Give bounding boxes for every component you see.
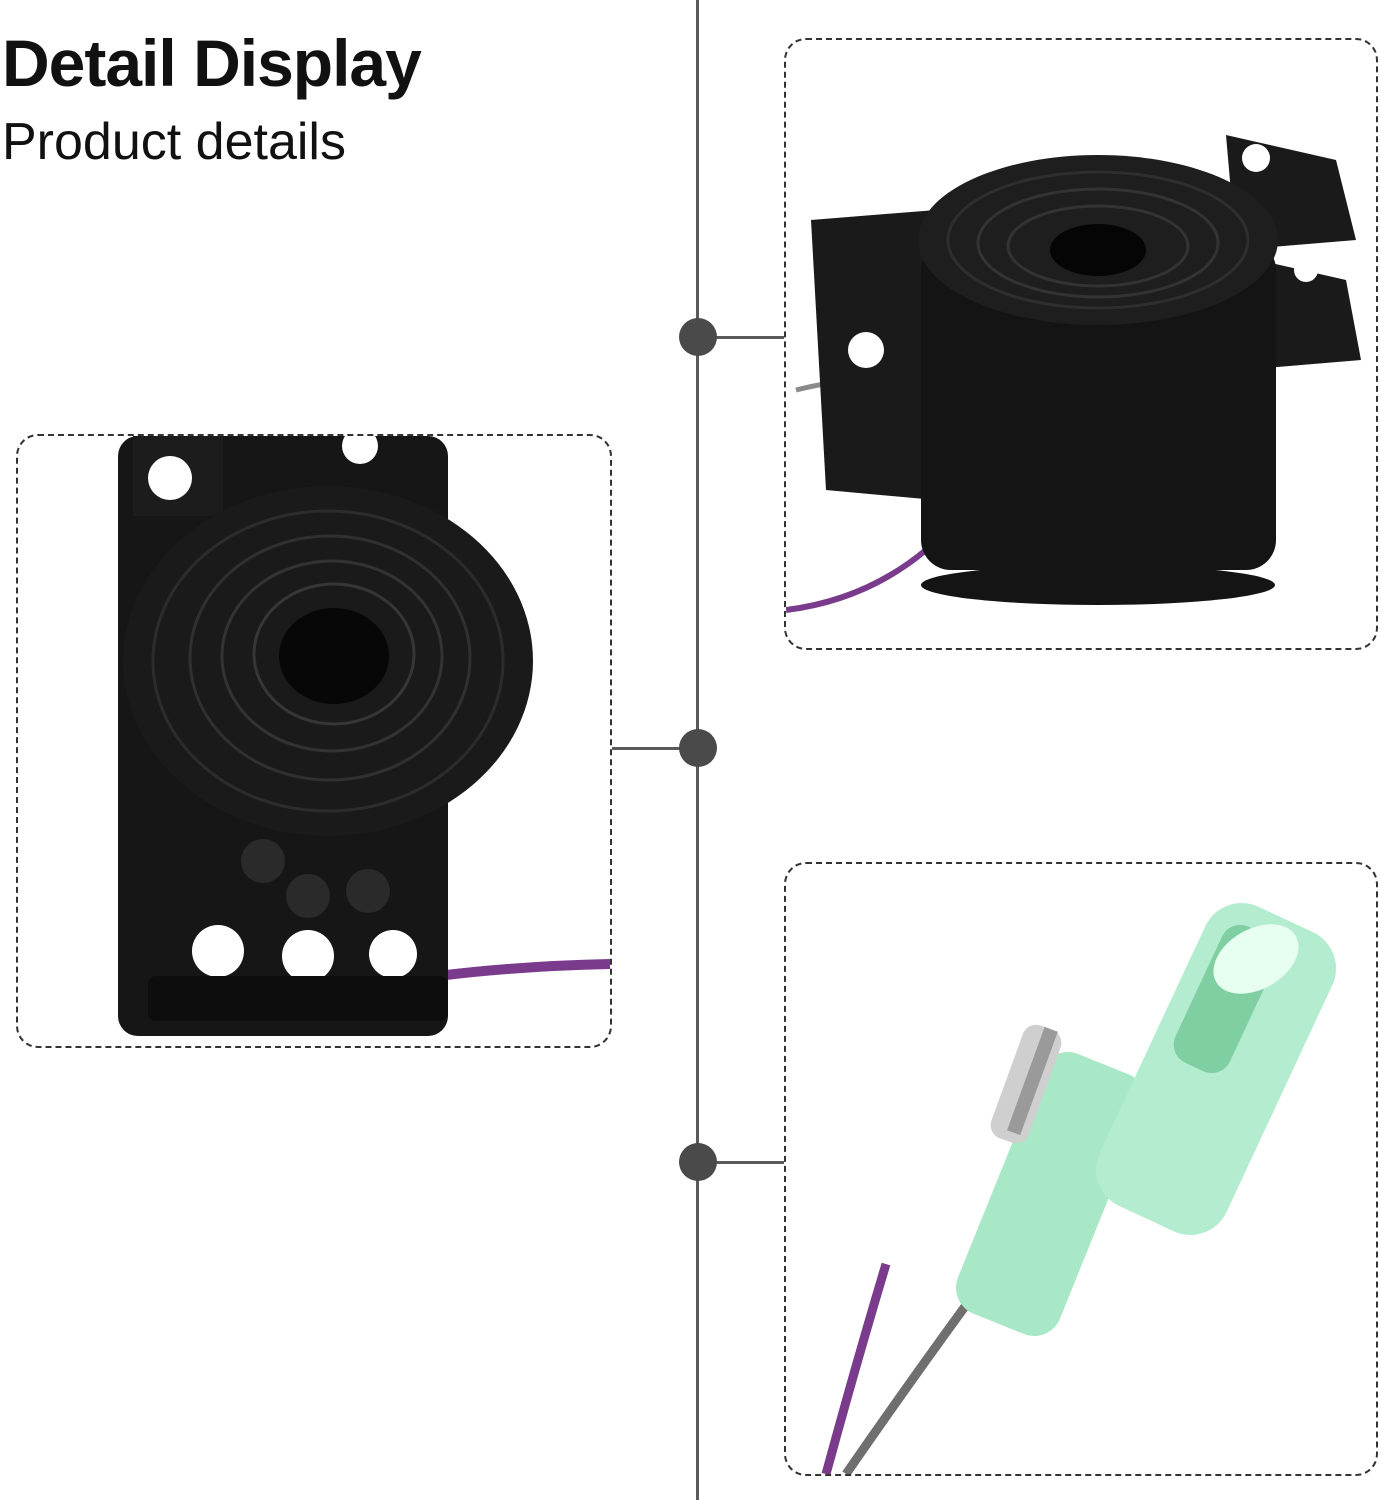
timeline-node-bottom bbox=[679, 1143, 717, 1181]
timeline-node-top bbox=[679, 318, 717, 356]
buzzer-side-photo bbox=[786, 135, 1361, 613]
connector-wires-photo bbox=[821, 903, 1337, 1474]
photo-frame-buzzer-top bbox=[16, 434, 612, 1048]
buzzer-top-photo bbox=[118, 436, 610, 1036]
connector-top bbox=[698, 336, 784, 339]
page-subtitle: Product details bbox=[2, 113, 346, 171]
photo-frame-buzzer-side bbox=[784, 38, 1378, 650]
connector-bottom bbox=[698, 1161, 784, 1164]
photo-frame-connectors bbox=[784, 862, 1378, 1476]
page-title: Detail Display bbox=[2, 26, 422, 100]
timeline-node-middle bbox=[679, 729, 717, 767]
connector-middle bbox=[608, 747, 698, 750]
